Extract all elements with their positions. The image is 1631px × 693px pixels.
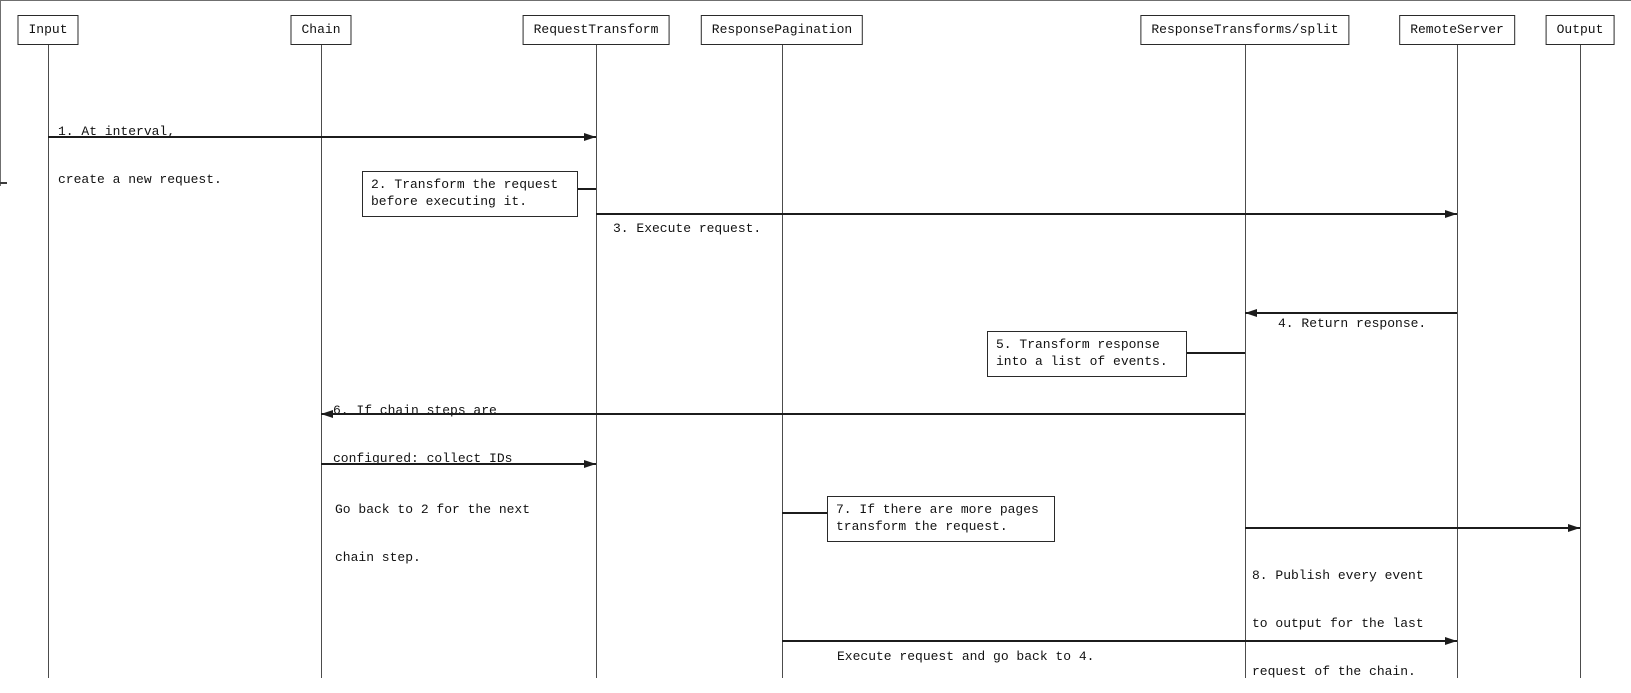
message-1-label: 1. At interval, create a new request. xyxy=(58,92,222,220)
message-3-arrowhead-icon xyxy=(1445,209,1457,218)
note-2-connector xyxy=(578,188,596,190)
note-5-line-2: into a list of events. xyxy=(996,354,1168,369)
message-3-arrow xyxy=(596,213,1457,215)
note-2-line-1: 2. Transform the request xyxy=(371,177,559,192)
message-4-label: 4. Return response. xyxy=(1278,284,1426,364)
actor-box-output: Output xyxy=(1545,15,1615,45)
actor-box-chain: Chain xyxy=(290,15,352,45)
message-execute-again-arrow xyxy=(782,640,1457,642)
lifeline-input xyxy=(48,44,49,678)
message-8-arrow xyxy=(1245,527,1580,529)
actor-box-input: Input xyxy=(17,15,79,45)
window-top-border xyxy=(0,0,1631,1)
lifeline-response-pagination xyxy=(782,44,783,678)
message-8-label: 8. Publish every event to output for the… xyxy=(1252,536,1424,693)
message-3-label: 3. Execute request. xyxy=(613,189,761,269)
note-7-connector xyxy=(782,512,827,514)
message-go-back-arrow xyxy=(321,463,596,465)
message-4-arrow xyxy=(1245,312,1457,314)
message-8-line-2: to output for the last xyxy=(1252,616,1424,631)
actor-box-remote-server: RemoteServer xyxy=(1399,15,1515,45)
message-go-back-arrowhead-icon xyxy=(584,459,596,468)
note-5-connector xyxy=(1187,352,1245,354)
message-execute-again-label: Execute request and go back to 4. xyxy=(837,617,1094,693)
note-7-line-1: 7. If there are more pages xyxy=(836,502,1039,517)
message-4-line-1: 4. Return response. xyxy=(1278,316,1427,331)
message-6-arrow xyxy=(321,413,1245,415)
message-go-back-line-1: Go back to 2 for the next xyxy=(335,502,531,517)
lifeline-response-transforms-split xyxy=(1245,44,1246,678)
note-7-box: 7. If there are more pages transform the… xyxy=(827,496,1055,542)
message-execute-again-line-1: Execute request and go back to 4. xyxy=(837,649,1095,664)
message-go-back-line-2: chain step. xyxy=(335,550,421,565)
message-8-line-3: request of the chain. xyxy=(1252,664,1416,679)
lifeline-chain xyxy=(321,44,322,678)
message-8-line-1: 8. Publish every event xyxy=(1252,568,1424,583)
message-execute-again-arrowhead-icon xyxy=(1445,636,1457,645)
message-4-arrowhead-icon xyxy=(1245,308,1257,317)
lifeline-request-transform xyxy=(596,44,597,678)
note-5-line-1: 5. Transform response xyxy=(996,337,1160,352)
note-2-box: 2. Transform the request before executin… xyxy=(362,171,578,217)
message-1-arrow xyxy=(48,136,596,138)
message-6-line-2: configured: collect IDs xyxy=(333,451,513,466)
lifeline-remote-server xyxy=(1457,44,1458,678)
actor-box-response-transforms-split: ResponseTransforms/split xyxy=(1140,15,1350,45)
note-5-box: 5. Transform response into a list of eve… xyxy=(987,331,1187,377)
message-1-arrowhead-icon xyxy=(584,132,596,141)
actor-box-request-transform: RequestTransform xyxy=(522,15,670,45)
message-6-line-1: 6. If chain steps are xyxy=(333,403,497,418)
message-1-line-1: 1. At interval, xyxy=(58,124,176,139)
window-left-border xyxy=(0,0,1,186)
lifeline-output xyxy=(1580,44,1581,678)
window-left-tick xyxy=(0,182,7,184)
message-go-back-label: Go back to 2 for the next chain step. xyxy=(335,470,530,598)
message-6-arrowhead-icon xyxy=(321,409,333,418)
message-1-line-2: create a new request. xyxy=(58,172,222,187)
message-3-line-1: 3. Execute request. xyxy=(613,221,762,236)
actor-box-response-pagination: ResponsePagination xyxy=(700,15,864,45)
note-2-line-2: before executing it. xyxy=(371,194,528,209)
message-8-arrowhead-icon xyxy=(1568,523,1580,532)
note-7-line-2: transform the request. xyxy=(836,519,1008,534)
